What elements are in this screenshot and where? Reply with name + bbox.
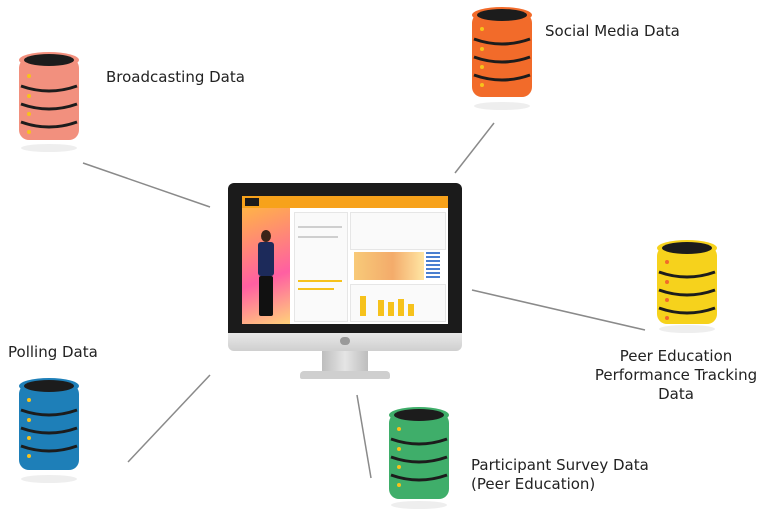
dashboard-row bbox=[298, 236, 338, 238]
dashboard-bar bbox=[378, 300, 384, 316]
dashboard-row bbox=[298, 280, 342, 282]
dashboard-bar bbox=[398, 299, 404, 316]
connector-polling bbox=[127, 374, 211, 463]
hero-figure-legs bbox=[259, 276, 273, 316]
connector-peer bbox=[471, 289, 646, 331]
label-peer-line-3: Data bbox=[658, 385, 694, 403]
label-survey-line-1: Participant Survey Data bbox=[471, 456, 649, 474]
dashboard-row bbox=[298, 288, 334, 290]
label-polling: Polling Data bbox=[8, 343, 98, 361]
dashboard-bar bbox=[388, 302, 394, 316]
database-icon-polling bbox=[19, 378, 79, 483]
dashboard-bar bbox=[360, 296, 366, 316]
label-peer-line-2: Performance Tracking bbox=[594, 366, 758, 384]
dashboard-hero-image bbox=[242, 208, 290, 324]
monitor-bezel bbox=[228, 183, 462, 333]
monitor-dashboard-icon bbox=[228, 183, 462, 383]
dashboard-blue-bars bbox=[426, 252, 440, 280]
dashboard-sankey bbox=[354, 252, 424, 280]
database-icon-peer bbox=[657, 240, 717, 333]
dashboard-row bbox=[298, 226, 342, 228]
dashboard-screen bbox=[242, 196, 448, 324]
monitor-logo-icon bbox=[340, 337, 350, 345]
label-social: Social Media Data bbox=[545, 22, 680, 40]
dashboard-bar bbox=[408, 304, 414, 316]
monitor-stand-neck bbox=[322, 351, 368, 373]
database-icon-social bbox=[472, 7, 532, 110]
hero-figure-body bbox=[258, 242, 274, 276]
dashboard-panel-left bbox=[294, 212, 348, 322]
connector-survey bbox=[356, 394, 372, 479]
connector-broadcasting bbox=[82, 162, 211, 208]
label-survey: Participant Survey Data (Peer Education) bbox=[471, 456, 649, 494]
monitor-stand-foot bbox=[300, 371, 390, 379]
database-icon-broadcasting bbox=[19, 52, 79, 152]
dashboard-header bbox=[242, 196, 448, 208]
label-broadcasting: Broadcasting Data bbox=[106, 68, 245, 86]
label-peer-line-1: Peer Education bbox=[619, 347, 733, 365]
database-icon-survey bbox=[389, 407, 449, 509]
label-peer: Peer Education Performance Tracking Data bbox=[590, 347, 762, 404]
connector-social bbox=[454, 122, 495, 174]
hero-figure-head bbox=[261, 230, 271, 242]
dashboard-logo bbox=[245, 198, 259, 206]
label-survey-line-2: (Peer Education) bbox=[471, 475, 596, 493]
dashboard-panel-kpis bbox=[350, 212, 446, 250]
